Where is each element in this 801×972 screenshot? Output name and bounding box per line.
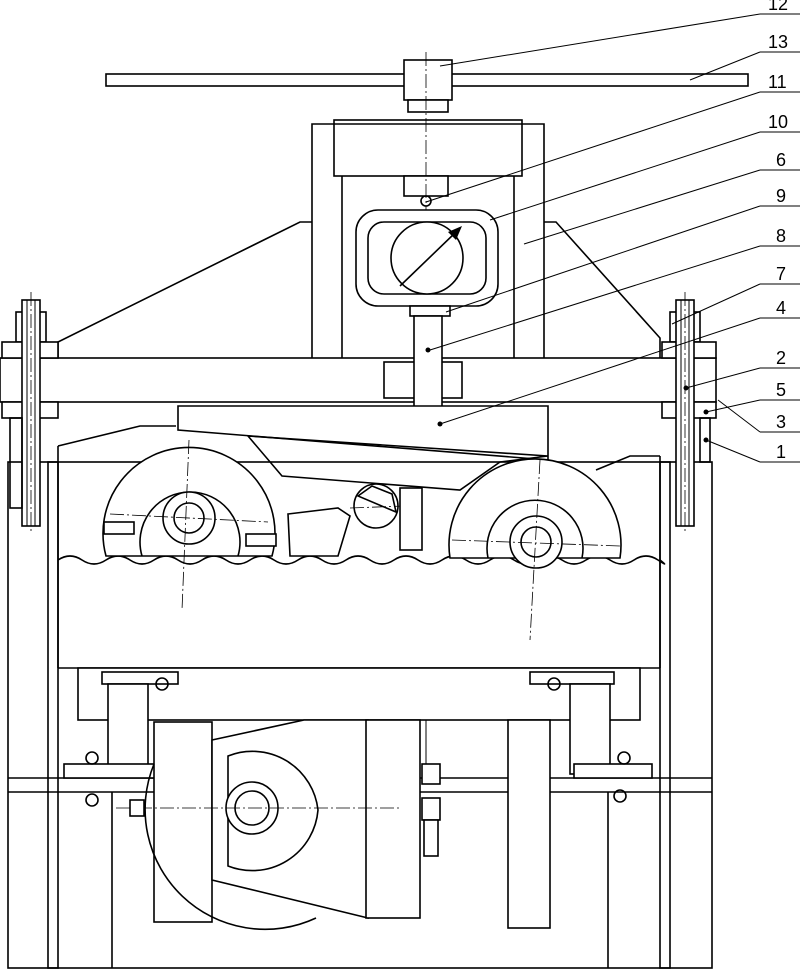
middle-mechanism xyxy=(287,483,423,557)
crossbeam xyxy=(0,315,717,409)
label-11: 11 xyxy=(768,72,787,92)
label-9: 9 xyxy=(776,186,786,206)
label-10: 10 xyxy=(768,112,788,132)
label-7: 7 xyxy=(776,264,786,284)
lower-pedestals xyxy=(63,667,653,807)
label-8: 8 xyxy=(776,226,786,246)
label-6: 6 xyxy=(776,150,786,170)
right-wheel xyxy=(448,458,622,641)
left-wheel xyxy=(102,439,277,611)
label-4: 4 xyxy=(776,298,786,318)
label-2: 2 xyxy=(776,348,786,368)
part-labels: 12 13 11 10 6 9 8 7 4 2 5 3 1 xyxy=(768,0,788,462)
left-bolt xyxy=(1,292,59,534)
top-handle xyxy=(105,52,749,300)
label-1: 1 xyxy=(776,442,786,462)
bottom-motor xyxy=(116,719,551,931)
label-3: 3 xyxy=(776,412,786,432)
label-12: 12 xyxy=(768,0,788,14)
dial-indicator xyxy=(355,209,499,317)
label-5: 5 xyxy=(776,380,786,400)
label-13: 13 xyxy=(768,32,788,52)
upper-frame xyxy=(57,123,661,358)
leader-lines xyxy=(425,13,800,463)
